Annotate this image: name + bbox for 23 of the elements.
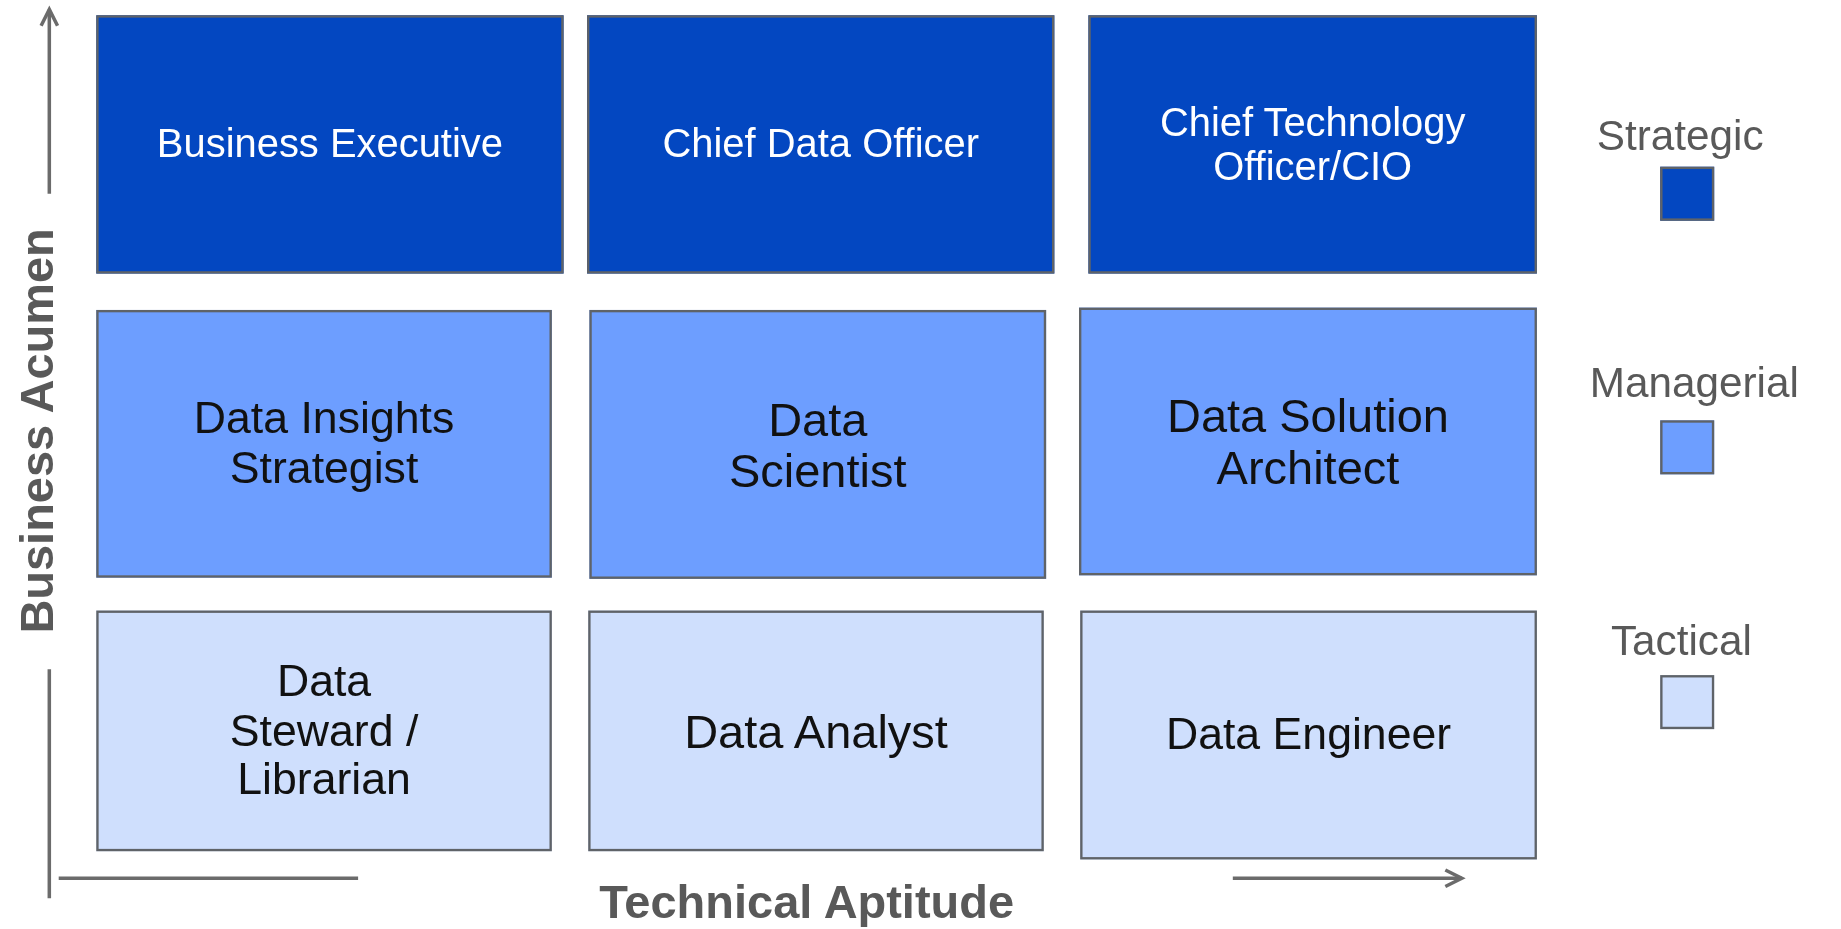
role-title: Data Insights Strategist (192, 394, 456, 493)
axis-label: Business Acumen (11, 228, 64, 634)
legend-label: Tactical (1610, 616, 1752, 666)
role-box (96, 309, 552, 578)
role-title: Data Solution Architect (1165, 389, 1450, 494)
legend-label: Strategic (1596, 111, 1764, 161)
role-box (589, 309, 1047, 579)
role-box (1088, 15, 1537, 274)
role-box (587, 15, 1055, 274)
role-box (588, 610, 1044, 852)
role-title: Data Engineer (1165, 710, 1452, 760)
role-title: Chief Data Officer (662, 122, 979, 167)
role-title: Chief Technology Officer/CIO (1158, 100, 1467, 189)
role-title: Data Scientist (728, 392, 908, 497)
role-box (96, 15, 564, 274)
role-title: Data Analyst (684, 705, 948, 757)
legend-label: Managerial (1589, 358, 1799, 408)
role-title: Business Executive (156, 122, 503, 167)
role-title: Data Steward / Librarian (228, 657, 420, 805)
axis-label: Technical Aptitude (599, 875, 1015, 929)
role-box (96, 610, 552, 852)
role-box (1080, 610, 1537, 860)
role-box (1079, 307, 1537, 576)
